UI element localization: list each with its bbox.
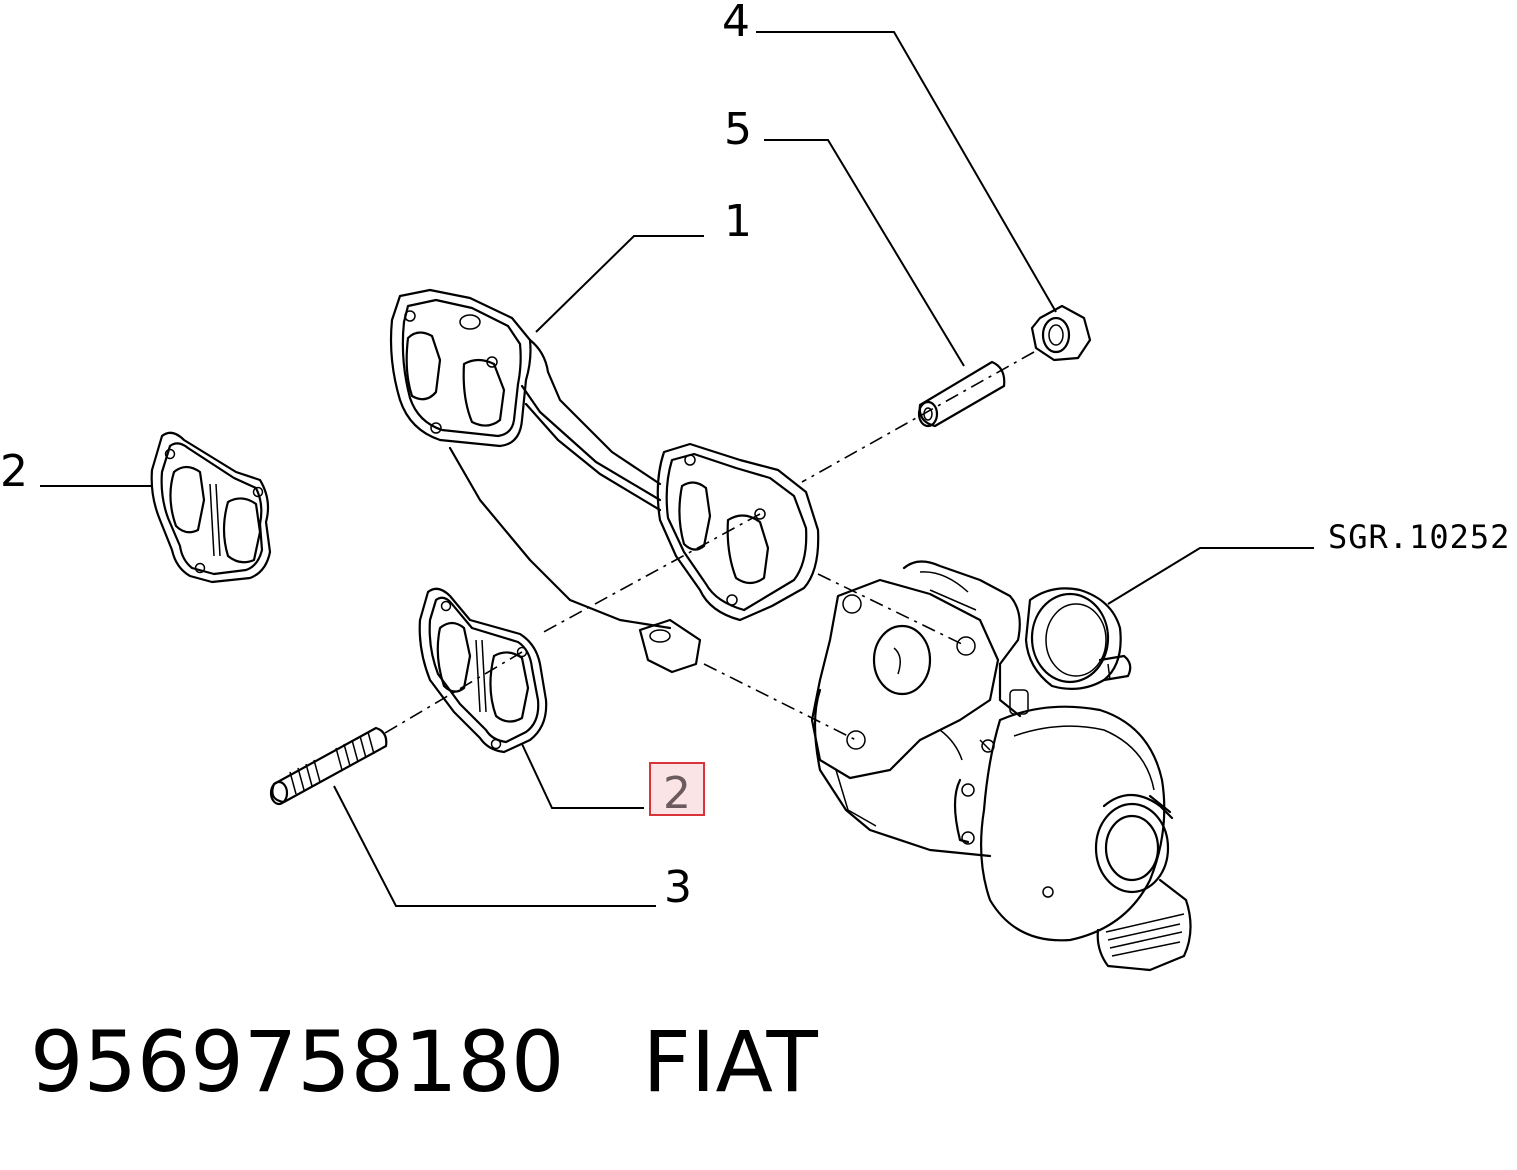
part-2-gasket-left: [150, 431, 272, 584]
reference-code: SGR.10252: [1328, 518, 1510, 556]
highlight-box: [649, 762, 705, 816]
part-2-gasket-center: [418, 587, 548, 754]
part-3-stud: [269, 726, 388, 806]
turbocharger: [810, 560, 1192, 972]
assembly-axes: [379, 351, 1035, 741]
callout-5: 5: [724, 104, 752, 155]
part-5-spacer-bushing: [917, 360, 1006, 428]
brand-name: FIAT: [642, 1013, 818, 1111]
part-number: 9569758180: [30, 1013, 565, 1111]
leader-lines: [40, 31, 1314, 907]
highlighted-callout-2[interactable]: 2: [649, 762, 705, 819]
callout-3: 3: [664, 862, 692, 913]
callout-4: 4: [722, 0, 750, 47]
part-4-nut: [1030, 304, 1092, 362]
callout-1: 1: [724, 196, 752, 247]
callout-2-highlight: 2: [663, 768, 691, 819]
callout-2-left: 2: [0, 446, 28, 497]
part-1-manifold-bracket: [389, 288, 820, 674]
